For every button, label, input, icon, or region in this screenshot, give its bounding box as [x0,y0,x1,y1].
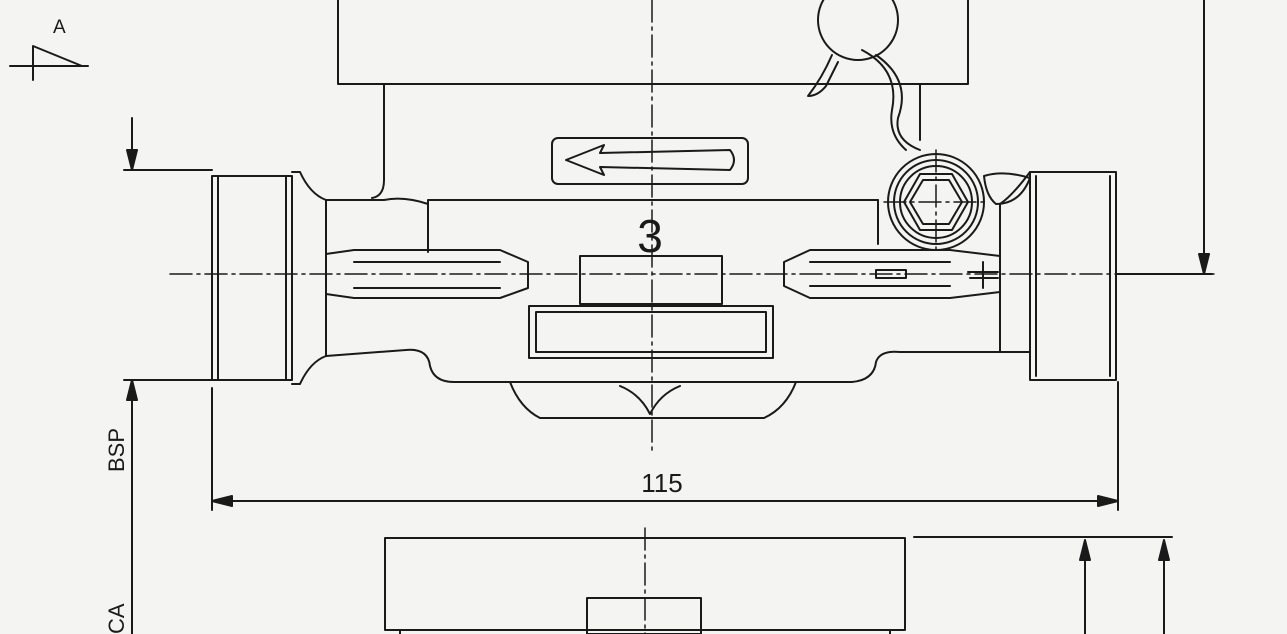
part-number-label: 3 [637,210,663,262]
flow-direction-arrow [551,137,749,185]
width-dimension-label: 115 [641,468,682,498]
bsp-label: BSP [104,428,129,472]
section-marker: A [9,17,89,81]
lower-view [384,536,1173,634]
width-dimension [211,381,1119,511]
ca-label: CA [104,603,129,634]
centerlines [169,0,1215,634]
top-housing [337,0,969,199]
section-letter: A [53,17,66,38]
height-dimension-right [1115,0,1213,275]
right-connector [887,153,1117,381]
meter-body [325,197,1031,419]
bsp-dimension [123,117,213,634]
left-connector [211,171,327,385]
